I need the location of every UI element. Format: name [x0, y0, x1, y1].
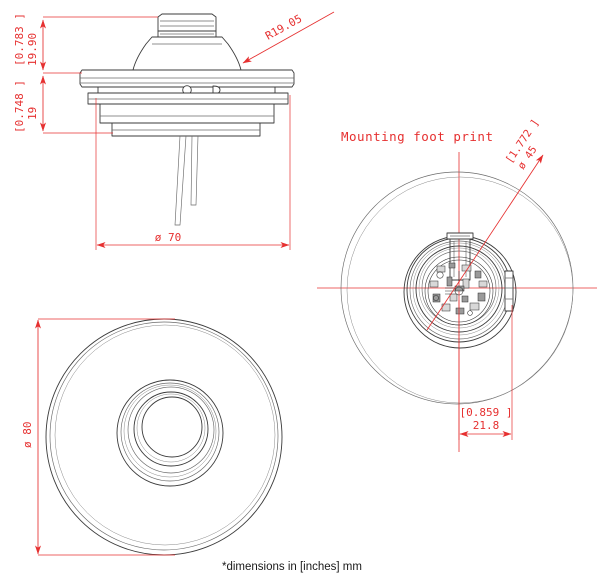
- mounting-footprint-view: Mounting foot print: [317, 117, 597, 452]
- footprint-light-channel: [449, 238, 471, 281]
- side-view-base-step: [111, 122, 261, 137]
- bottom-view-diameter-dimension: ø 80: [21, 318, 175, 556]
- side-view-body: [99, 103, 275, 124]
- side-view-flange: [79, 69, 295, 88]
- side-elevation-view: [0.783 ] 19.90 [0.748 ] 19 ø 70 R19.05: [13, 11, 335, 250]
- footprint-top-tab: [446, 232, 474, 240]
- dim-outer-width: ø 70: [155, 231, 182, 244]
- dim-lower-height-mm: 19: [26, 107, 39, 120]
- footprint-housing-rings: [403, 235, 517, 349]
- side-view-nozzle: [157, 13, 217, 38]
- footprint-centerlines: [317, 152, 597, 452]
- footprint-title: Mounting foot print: [341, 129, 494, 144]
- side-view-wires: [174, 135, 199, 226]
- dim-upper-height-inch: [0.783 ]: [13, 13, 26, 66]
- dim-lower-height-inch: [0.748 ]: [13, 80, 26, 133]
- footprint-outer-circles: [340, 171, 574, 405]
- footprint-right-tab: [504, 270, 514, 312]
- side-view-collar: [87, 92, 289, 105]
- units-footnote: *dimensions in [inches] mm: [222, 561, 362, 573]
- footprint-pcb: [424, 256, 494, 326]
- side-view-width-dimension: ø 70: [95, 95, 291, 250]
- dim-offset-inch: [0.859 ]: [460, 406, 513, 419]
- bottom-view-inner-rings: [116, 379, 224, 487]
- dim-bottom-diameter: ø 80: [21, 422, 34, 449]
- dim-radius-label: R19.05: [263, 12, 304, 43]
- side-view-vertical-dimensions: [0.783 ] 19.90 [0.748 ] 19: [13, 13, 158, 134]
- dim-offset-mm: 21.8: [473, 419, 500, 432]
- bottom-plan-view: ø 80: [21, 318, 283, 556]
- side-view-dome: [132, 36, 242, 71]
- footprint-offset-dimension: [0.859 ] 21.8: [458, 300, 513, 440]
- bottom-view-outer-rings: [45, 318, 283, 556]
- radius-callout-r19: R19.05: [242, 11, 335, 64]
- dim-upper-height-mm: 19.90: [26, 33, 39, 66]
